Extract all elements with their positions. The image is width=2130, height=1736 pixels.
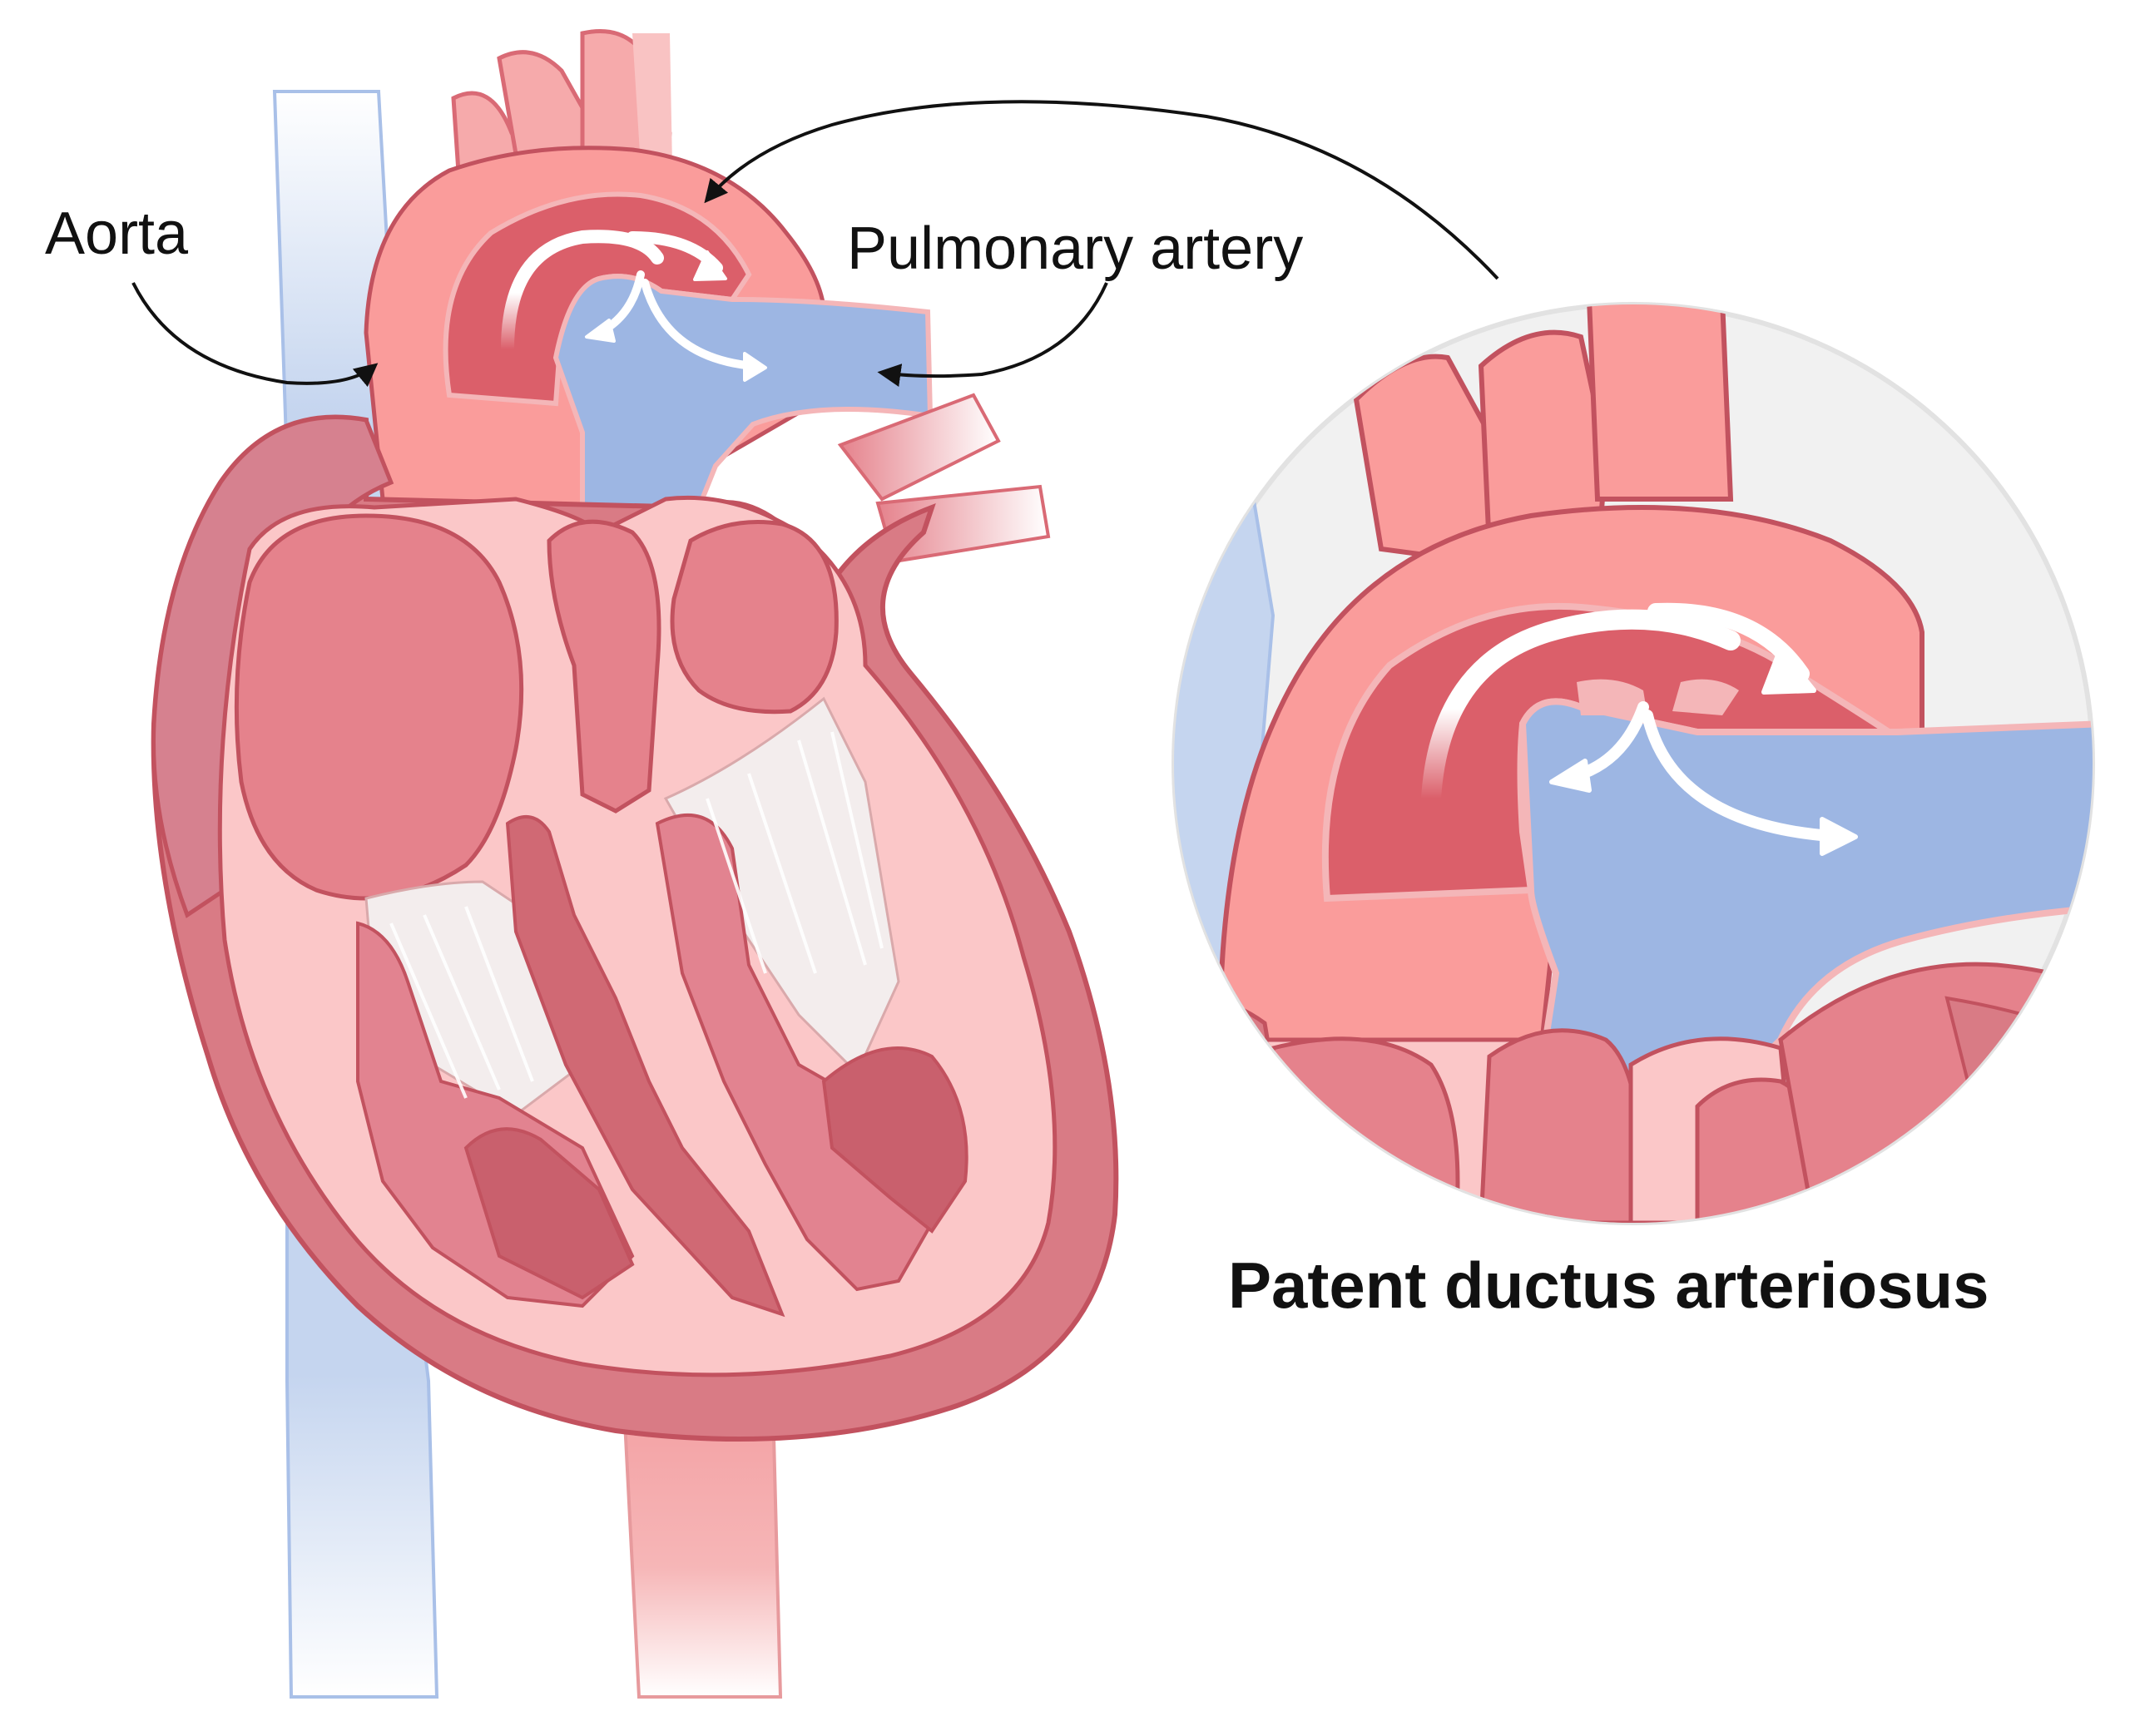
ventricular-septum — [505, 815, 785, 1318]
pulmonary-veins — [837, 393, 1051, 564]
left-atrium — [670, 520, 839, 715]
pulmonary-artery-label: Pulmonary artery — [847, 215, 1304, 282]
chordae-strands — [389, 731, 884, 1099]
arch-flow-arrows — [501, 230, 767, 382]
left-valve-chordae — [663, 696, 900, 1076]
aorta-pointer-arrow — [131, 282, 379, 388]
pulmonary-artery-trunk — [552, 274, 934, 510]
pulmonary-pointer-arrow — [877, 282, 1108, 387]
left-ventricle-apex — [821, 1046, 968, 1234]
inset-detail — [1174, 304, 2093, 1223]
inset-callout-arrow — [704, 100, 1499, 280]
right-atrium — [234, 513, 524, 901]
inset-caption: Patent ductus arteriosus — [1228, 1249, 1989, 1322]
aorta-label: Aorta — [45, 200, 189, 267]
right-ventricle-apex — [463, 1127, 635, 1300]
interatrial-septum — [547, 519, 661, 814]
